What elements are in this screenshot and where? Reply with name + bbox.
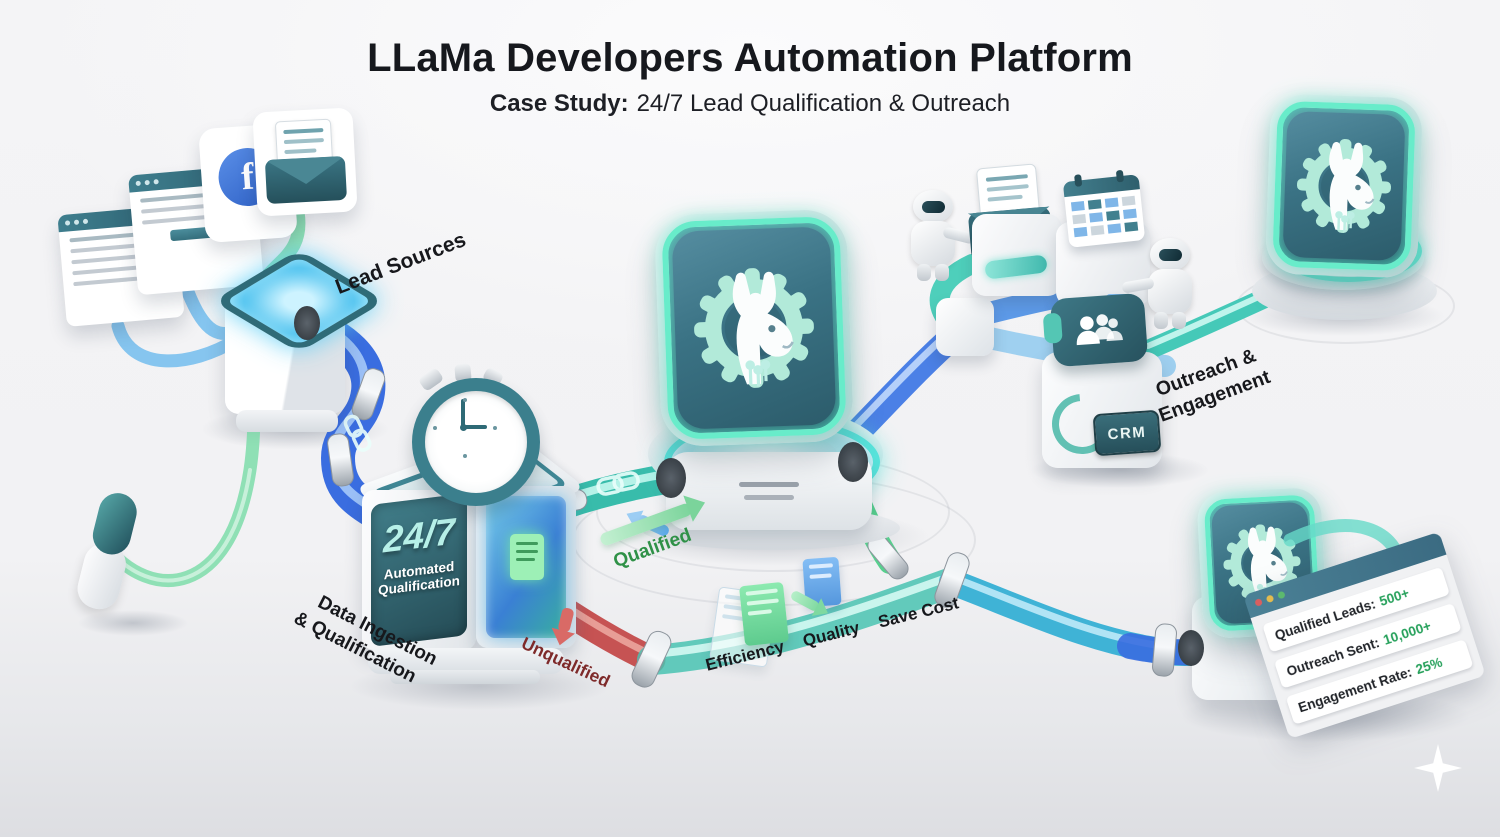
stat-value: 10,000+ bbox=[1381, 618, 1433, 648]
clock-ticks bbox=[433, 426, 437, 430]
bubble-headset-band bbox=[1042, 312, 1063, 344]
qualifier-pedestal bbox=[368, 648, 564, 674]
pipe-junction-cube bbox=[936, 298, 994, 356]
llama-badge-top-right bbox=[1264, 93, 1424, 279]
letter-line bbox=[987, 194, 1023, 202]
funnel-output-port bbox=[294, 306, 320, 340]
hub-right-port bbox=[838, 442, 868, 482]
badge-face bbox=[671, 226, 837, 430]
crm-chat-bubble bbox=[1042, 292, 1149, 368]
window-dot-green bbox=[1277, 590, 1286, 600]
robot-icon-right bbox=[1106, 238, 1210, 338]
qualifier-left-face: 24/7 Automated Qualification bbox=[362, 490, 476, 650]
letter-line bbox=[283, 127, 324, 135]
pedestal-line bbox=[739, 482, 799, 487]
page-subtitle: Case Study: 24/7 Lead Qualification & Out… bbox=[0, 90, 1500, 118]
pipe-ring-connectors bbox=[327, 368, 1177, 688]
robot-leg bbox=[1154, 312, 1168, 329]
pipe-benefits bbox=[637, 567, 967, 675]
spacer bbox=[785, 647, 804, 652]
pill-cap bbox=[88, 489, 141, 559]
facebook-f-glyph: f bbox=[239, 155, 256, 199]
screen-document-icon bbox=[510, 534, 544, 580]
window-dots-icon bbox=[135, 180, 141, 187]
badge-face bbox=[1282, 110, 1406, 262]
doc-line bbox=[747, 609, 773, 616]
qualifier-right-face bbox=[476, 486, 576, 648]
window-dots-icon bbox=[64, 220, 71, 226]
lead-source-email bbox=[252, 107, 358, 217]
doc-line bbox=[516, 558, 535, 561]
people-group-icon bbox=[1076, 314, 1123, 346]
doc-line bbox=[809, 573, 832, 579]
crm-badge: CRM bbox=[1092, 409, 1162, 457]
doc-line bbox=[746, 598, 779, 606]
glossy-label bbox=[984, 254, 1048, 280]
qualifier-badge-text: 24/7 bbox=[382, 510, 455, 561]
robot-visor bbox=[1159, 249, 1182, 261]
clock-center-dot bbox=[460, 424, 467, 431]
case-study-text: 24/7 Lead Qualification & Outreach bbox=[636, 90, 1011, 117]
mic-shadow bbox=[78, 610, 188, 636]
calendar-icon bbox=[1062, 174, 1146, 248]
clock-hand-hour bbox=[463, 425, 487, 429]
pedestal-line bbox=[744, 495, 794, 500]
window-dot-yellow bbox=[1265, 594, 1275, 604]
hub-left-port bbox=[656, 458, 686, 498]
crm-label: CRM bbox=[1107, 423, 1147, 443]
window-dot-red bbox=[1254, 598, 1263, 607]
robot-leg bbox=[935, 264, 949, 281]
robot-icon-left bbox=[903, 190, 976, 290]
doc-line bbox=[516, 542, 538, 545]
letter-line bbox=[283, 137, 324, 145]
results-box-port bbox=[1178, 630, 1204, 666]
case-study-label: Case Study: bbox=[489, 90, 629, 117]
llama-gear-icon bbox=[687, 247, 820, 409]
robot-torso bbox=[1148, 269, 1192, 314]
doc-line bbox=[516, 550, 538, 553]
page-title: LLaMa Developers Automation Platform bbox=[367, 36, 1133, 80]
letter-line bbox=[985, 174, 1028, 182]
envelope-icon bbox=[264, 155, 348, 205]
stat-value: 25% bbox=[1413, 654, 1445, 678]
robot-head bbox=[1150, 238, 1190, 271]
envelope-flap bbox=[265, 156, 346, 186]
email-sender-box bbox=[972, 214, 1062, 296]
llama-badge-hub bbox=[654, 208, 854, 448]
spacer bbox=[860, 628, 879, 633]
qualifier-pedestal-2 bbox=[390, 670, 540, 684]
form-line bbox=[73, 276, 139, 287]
crm-box: CRM bbox=[1039, 352, 1162, 468]
funnel-pedestal bbox=[236, 410, 338, 432]
robot-leg bbox=[1172, 312, 1186, 329]
letter-line bbox=[284, 148, 317, 155]
hub-pedestal bbox=[666, 452, 872, 530]
clock-hand-minute bbox=[461, 399, 465, 427]
calendar-grid bbox=[1070, 195, 1139, 241]
robot-visor bbox=[922, 201, 945, 213]
robot-leg bbox=[917, 264, 931, 281]
stat-value: 500+ bbox=[1377, 585, 1412, 610]
stopwatch-icon bbox=[412, 378, 540, 506]
qualifier-screen bbox=[486, 496, 566, 638]
robot-head bbox=[913, 190, 953, 223]
letter-line bbox=[986, 184, 1029, 192]
link-icon bbox=[343, 414, 640, 496]
doc-line bbox=[808, 563, 833, 569]
llama-gear-icon bbox=[1292, 121, 1396, 250]
calendar-pegs bbox=[1074, 174, 1083, 187]
doc-line bbox=[745, 588, 778, 596]
